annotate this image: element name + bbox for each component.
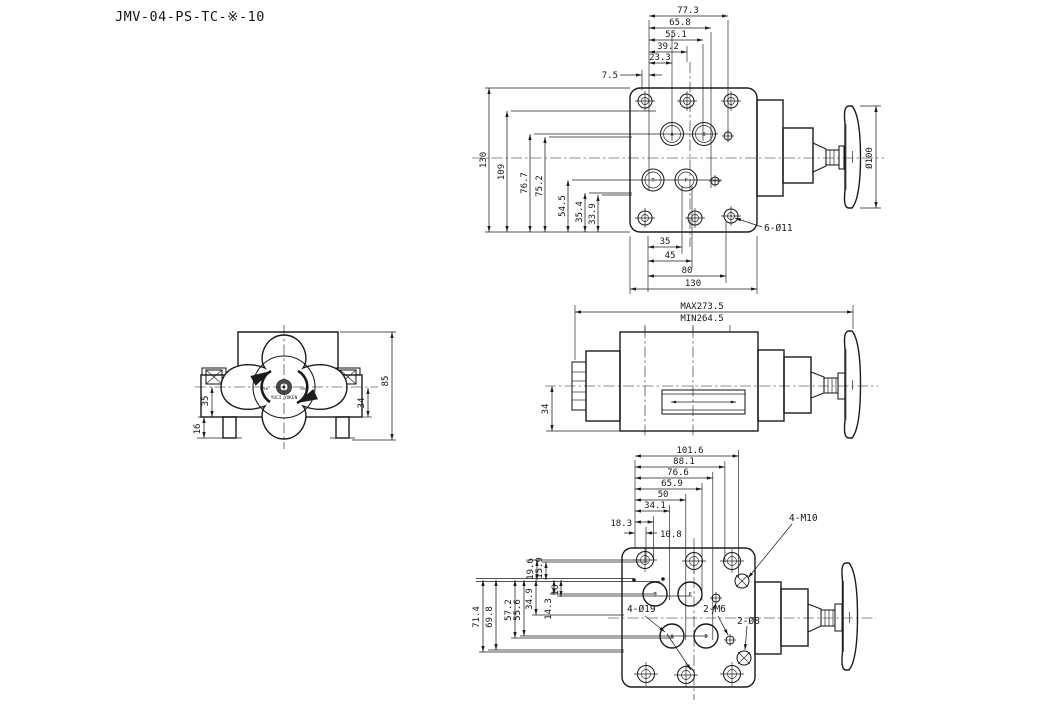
- port-label: B: [702, 132, 705, 138]
- dim-label: 18.3: [610, 519, 632, 529]
- gauge-callout: 2-M6: [703, 604, 726, 615]
- top-view-dimensions-bottom: 35 45 80 130: [629, 186, 758, 294]
- dim-label: 71.4: [472, 606, 482, 628]
- dim-label: 130: [685, 279, 701, 289]
- bottom-view: 101.6 88.1 76.6 65.9 50 34.1 18.3 10.8: [472, 446, 876, 700]
- shut-label: SHUT: [300, 387, 308, 391]
- dim-label: 57.2: [504, 599, 514, 621]
- dim-label: MIN264.5: [680, 314, 723, 324]
- dim-label: 76.7: [520, 172, 530, 194]
- dim-label: 65.9: [661, 479, 683, 489]
- shut-arrow: [296, 369, 319, 405]
- bottom-view-handwheel: [754, 562, 859, 671]
- bottom-view-bolt-holes: [633, 548, 744, 687]
- dim-label: 33.9: [588, 203, 598, 225]
- dim-label: 88.1: [673, 457, 695, 467]
- dim-label: 80: [682, 266, 693, 276]
- dim-label: 55.1: [665, 30, 687, 40]
- top-view-ports: A B T P: [641, 121, 734, 192]
- port-callout: 4-Ø19: [627, 604, 656, 615]
- dim-label: 34: [541, 404, 551, 415]
- dim-label: 76.6: [667, 468, 689, 478]
- drawing-title: JMV-04-PS-TC-※-10: [115, 9, 265, 25]
- port-label: T: [651, 178, 654, 184]
- dim-label: 16: [193, 424, 203, 435]
- dim-label: 69.8: [485, 606, 495, 628]
- front-view-dimensions: 85 34 35 16: [193, 331, 396, 441]
- dim-label: 39.2: [657, 42, 679, 52]
- port-label: T: [653, 592, 656, 598]
- dim-label: 34: [357, 398, 367, 409]
- open-label: OPEN: [260, 387, 268, 391]
- dim-label: 101.6: [676, 446, 703, 456]
- dim-label: 23.3: [649, 53, 671, 63]
- dim-label: 7.5: [602, 71, 618, 81]
- dim-label: 50: [658, 490, 669, 500]
- top-view-callouts: 6-Ø11 Ø100: [734, 105, 881, 234]
- dim-label: 54.5: [558, 195, 568, 217]
- bottom-view-dimensions-left: 71.4 69.8 57.2 55.6 34.9 19.6 15.9 14.3 …: [472, 557, 708, 653]
- front-view-centerlines: [195, 325, 378, 449]
- port-label: P: [688, 592, 691, 598]
- dim-label: 34.1: [644, 501, 666, 511]
- dim-label: 77.3: [677, 6, 699, 16]
- dim-label: 75.2: [535, 175, 545, 197]
- top-view-body: [629, 87, 845, 233]
- top-view: A B T P: [472, 6, 884, 294]
- dim-label: 19.6: [526, 558, 536, 580]
- bolt-callout: 6-Ø11: [764, 223, 793, 234]
- dim-label: 55.6: [513, 599, 523, 621]
- dim-label: 16: [551, 585, 561, 596]
- dim-label: 35.4: [575, 201, 585, 223]
- top-view-dimensions-left: 130 109 76.7 75.2 54.5 35.4 33.9: [479, 87, 722, 233]
- dim-label: 10.8: [660, 530, 682, 540]
- dim-label: MAX273.5: [680, 302, 723, 312]
- dim-label: 65.8: [669, 18, 691, 28]
- side-view-handwheel: [757, 330, 862, 439]
- dim-label: 85: [381, 376, 391, 387]
- bottom-view-dimensions-top: 101.6 88.1 76.6 65.9 50 34.1 18.3 10.8: [610, 446, 739, 640]
- mount-callout: 4-M10: [789, 513, 818, 524]
- top-view-centerlines: [472, 62, 884, 247]
- dim-label: 34.9: [525, 588, 535, 610]
- top-view-handwheel: [843, 105, 862, 209]
- dim-label: 35: [660, 237, 671, 247]
- open-arrow: [250, 369, 272, 404]
- top-view-bolt-holes: [635, 91, 741, 228]
- port-label: P: [684, 178, 687, 184]
- handwheel-dia-label: Ø100: [864, 147, 875, 169]
- dim-label: 109: [497, 164, 507, 180]
- port-label: A: [670, 634, 673, 640]
- dim-label: 45: [665, 251, 676, 261]
- side-view-dimensions: MAX273.5 MIN264.5 34: [541, 302, 854, 432]
- dim-label: 15.9: [535, 557, 545, 579]
- dim-label: 14.3: [544, 598, 554, 620]
- nameplate: [661, 389, 746, 415]
- side-view-centerlines: [545, 327, 878, 437]
- bottom-view-callouts: 4-M10 4-Ø19 2-M6 2-Ø8: [627, 513, 818, 671]
- side-view-body: [571, 325, 759, 432]
- bottom-view-ports: T P A B: [642, 573, 752, 666]
- side-view: MAX273.5 MIN264.5 34: [541, 302, 878, 439]
- front-view: OPEN SHUT YUCI YUKEN 85 34 35 16: [193, 325, 396, 449]
- port-label: B: [704, 634, 707, 640]
- dim-label: 35: [201, 396, 211, 407]
- dim-label: 130: [479, 152, 489, 168]
- top-view-dimensions-top: 77.3 65.8 55.1 39.2 23.3 7.5: [602, 6, 729, 190]
- pin-callout: 2-Ø8: [737, 616, 760, 627]
